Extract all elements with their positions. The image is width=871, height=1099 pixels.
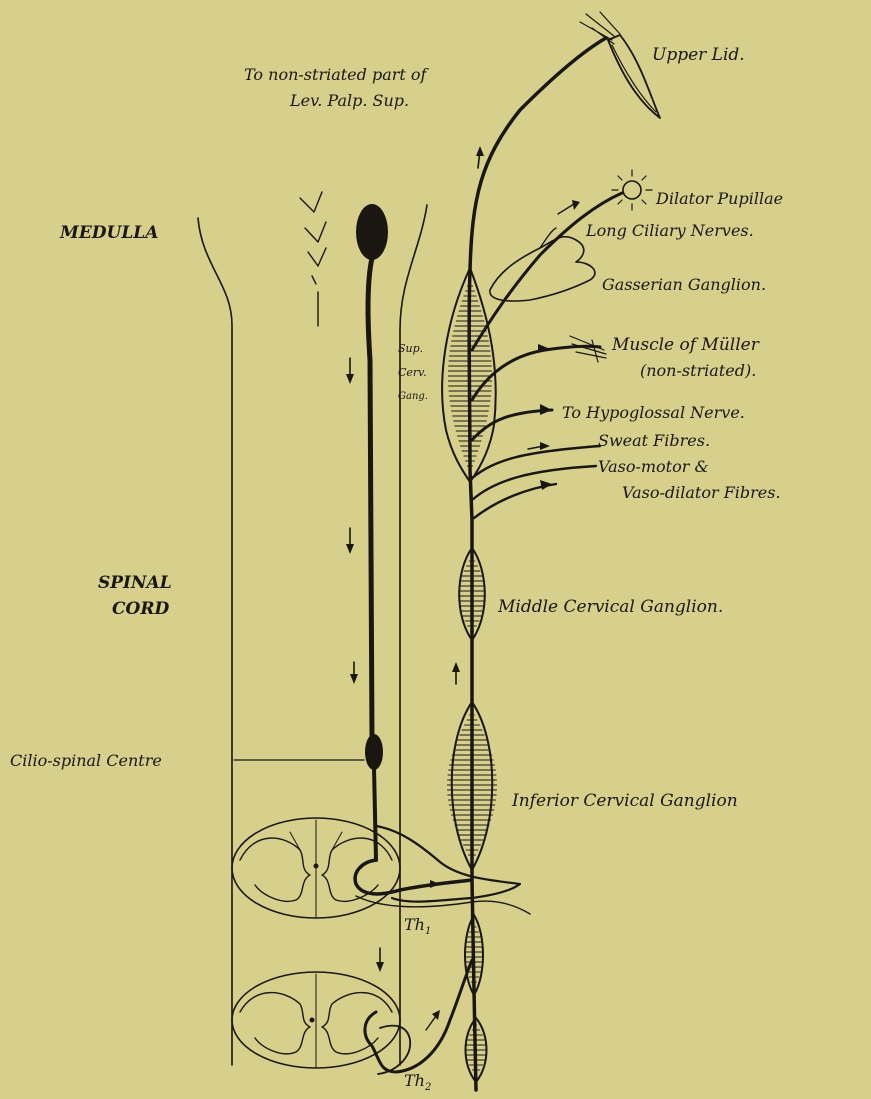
inferior-cervical-label: Inferior Cervical Ganglion	[511, 791, 738, 811]
vaso-dilator-label: Vaso-dilator Fibres.	[622, 483, 781, 502]
spinal-cord-outline	[198, 205, 427, 1065]
sup-cerv-gang-label-1: Sup.	[398, 342, 423, 355]
middle-cervical-label: Middle Cervical Ganglion.	[497, 597, 723, 617]
spinal-label-line1: SPINAL	[98, 573, 172, 593]
sup-cerv-gang-label-2: Cerv.	[398, 366, 427, 379]
non-striated-label-line1: To non-striated part of	[244, 65, 430, 84]
vaso-motor-label: Vaso-motor &	[598, 457, 709, 476]
non-striated-muller-label: (non-striated).	[640, 361, 756, 380]
medulla-fibre-marks	[300, 192, 326, 326]
long-ciliary-nerves-label: Long Ciliary Nerves.	[585, 221, 754, 240]
fibre-dilator-pupillae	[472, 170, 652, 350]
th1-label: Th1	[404, 915, 431, 937]
th2-label: Th2	[404, 1071, 431, 1093]
fibre-vaso-motor	[472, 466, 596, 518]
upper-lid-drawing	[580, 12, 660, 118]
spinal-label-line2: CORD	[112, 599, 169, 619]
muscle-of-muller-label: Muscle of Müller	[611, 335, 760, 355]
gasserian-ganglion-drawing	[490, 228, 595, 301]
dilator-pupillae-label: Dilator Pupillae	[655, 189, 783, 208]
medulla-label: MEDULLA	[59, 223, 158, 243]
gasserian-ganglion-label: Gasserian Ganglion.	[602, 275, 766, 294]
sweat-fibres-label: Sweat Fibres.	[598, 431, 710, 450]
central-neuron	[356, 204, 388, 860]
cilio-spinal-centre-cell	[365, 734, 383, 770]
non-striated-label-line2: Lev. Palp. Sup.	[289, 91, 409, 110]
sup-cerv-gang-label-3: Gang.	[398, 391, 428, 402]
cilio-spinal-centre-label: Cilio-spinal Centre	[10, 751, 162, 770]
to-hypoglossal-label: To Hypoglossal Nerve.	[562, 403, 745, 422]
ramus-th2	[365, 960, 472, 1074]
ramus-th1	[355, 826, 530, 914]
upper-lid-label: Upper Lid.	[652, 45, 745, 65]
descending-arrows	[346, 358, 384, 972]
